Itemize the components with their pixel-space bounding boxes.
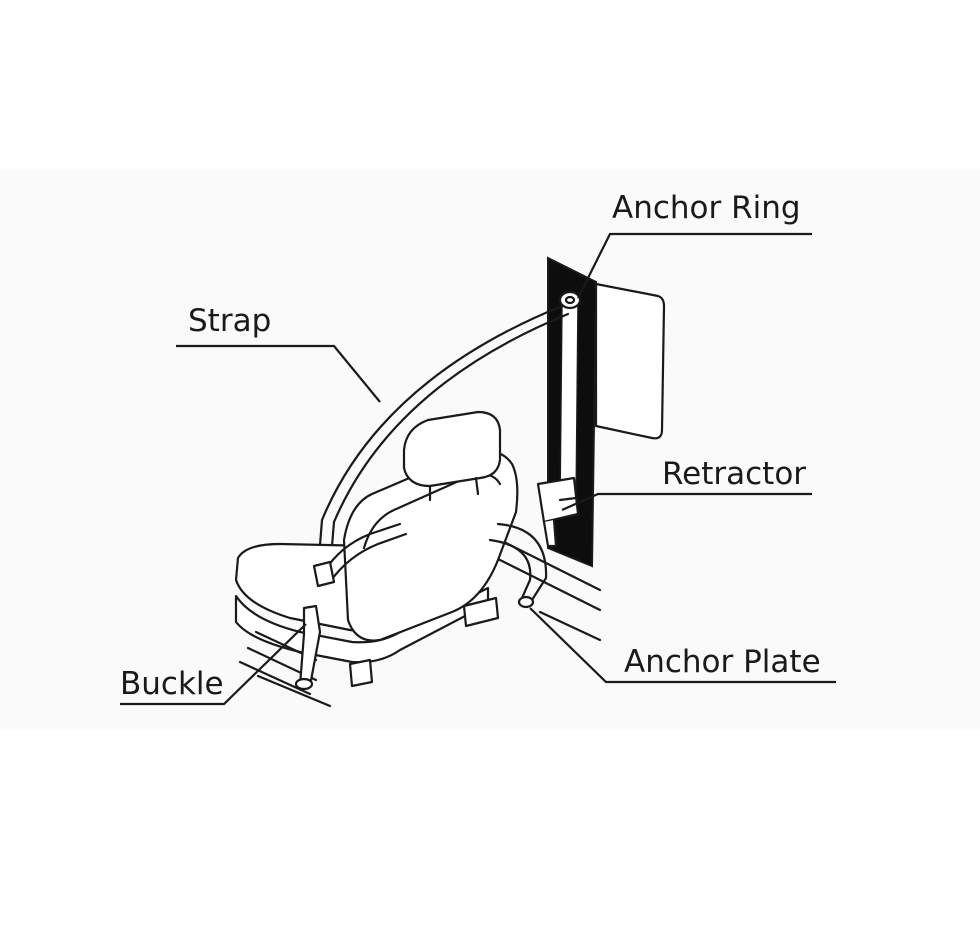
anchor-plate-label: Anchor Plate xyxy=(624,644,821,680)
retractor-leader xyxy=(561,492,812,512)
anchor-ring-leader xyxy=(577,232,812,299)
pillar-belt-slot xyxy=(559,299,579,510)
retractor xyxy=(536,476,580,548)
strap-label: Strap xyxy=(188,303,271,339)
seat-rail-rear xyxy=(462,596,500,628)
car-seat xyxy=(234,410,519,688)
seat-rail-front xyxy=(348,658,374,688)
buckle-leader xyxy=(120,623,307,706)
seat-back xyxy=(342,449,519,642)
anchor-plate xyxy=(488,522,548,609)
headrest xyxy=(402,410,502,488)
retractor-label: Retractor xyxy=(662,456,806,492)
anchor-plate-leader xyxy=(529,607,836,684)
side-window xyxy=(594,282,666,440)
buckle-label: Buckle xyxy=(120,666,224,702)
strap-leader xyxy=(176,344,381,403)
strap xyxy=(316,304,570,572)
anchor-ring-label: Anchor Ring xyxy=(612,190,801,226)
anchor-ring xyxy=(558,290,582,310)
